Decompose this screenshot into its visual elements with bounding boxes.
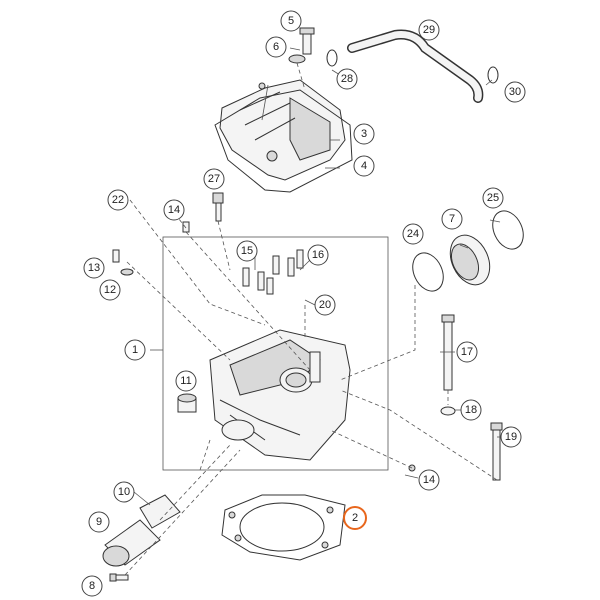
- svg-text:20: 20: [319, 299, 331, 311]
- svg-text:1: 1: [132, 344, 138, 356]
- head-bolt-17: [441, 314, 455, 391]
- callout-9: 9: [88, 511, 110, 533]
- svg-text:2: 2: [352, 512, 358, 524]
- head-bolt-19: [490, 422, 503, 481]
- svg-text:17: 17: [461, 346, 473, 358]
- svg-text:14: 14: [423, 474, 435, 486]
- callout-27: 27: [203, 168, 225, 190]
- callout-5: 5: [280, 10, 302, 32]
- callout-30: 30: [504, 81, 526, 103]
- screw-8: [109, 573, 129, 582]
- callout-15: 15: [236, 240, 258, 262]
- valve-cover: [219, 79, 346, 181]
- callout-29: 29: [418, 19, 440, 41]
- svg-text:4: 4: [361, 160, 367, 172]
- callout-19: 19: [500, 426, 522, 448]
- callout-28: 28: [336, 68, 358, 90]
- callout-8: 8: [81, 575, 103, 597]
- callout-16: 16: [307, 244, 329, 266]
- bolt-14-upper: [182, 221, 190, 233]
- callout-1: 1: [124, 339, 146, 361]
- bolt-13: [112, 249, 120, 263]
- callout-17: 17: [456, 341, 478, 363]
- hose-clamp-30: [487, 66, 499, 84]
- callout-22: 22: [107, 189, 129, 211]
- callout-11: 11: [175, 370, 197, 392]
- callout-25: 25: [482, 187, 504, 209]
- callout-4: 4: [353, 155, 375, 177]
- svg-text:16: 16: [312, 249, 324, 261]
- intake-flange: [449, 234, 491, 286]
- svg-text:9: 9: [96, 516, 102, 528]
- svg-text:3: 3: [361, 128, 367, 140]
- svg-text:15: 15: [241, 245, 253, 257]
- svg-text:24: 24: [407, 228, 419, 240]
- cylinder-head-group-frame: [162, 236, 389, 471]
- valve-cover-gasket: [214, 89, 353, 193]
- svg-text:8: 8: [89, 580, 95, 592]
- temperature-sensor: [212, 192, 224, 222]
- svg-text:18: 18: [465, 404, 477, 416]
- washer-18: [440, 406, 456, 416]
- callout-10: 10: [113, 481, 135, 503]
- svg-text:27: 27: [208, 173, 220, 185]
- callout-24: 24: [402, 223, 424, 245]
- head-gasket: [221, 494, 346, 561]
- callout-7: 7: [441, 208, 463, 230]
- callout-14-lower: 14: [418, 469, 440, 491]
- cover-bolt-and-seal: [288, 27, 315, 64]
- svg-text:25: 25: [487, 192, 499, 204]
- svg-text:11: 11: [180, 375, 191, 387]
- svg-text:29: 29: [423, 24, 435, 36]
- svg-text:7: 7: [449, 213, 455, 225]
- clamp-24: [412, 252, 444, 292]
- hose-clamp-28: [326, 49, 338, 67]
- svg-text:10: 10: [118, 486, 130, 498]
- cylinder-head: [209, 329, 351, 461]
- svg-text:6: 6: [273, 41, 279, 53]
- svg-text:12: 12: [104, 284, 116, 296]
- svg-text:13: 13: [88, 262, 100, 274]
- svg-text:19: 19: [505, 431, 517, 443]
- callout-3: 3: [353, 123, 375, 145]
- callout-14-upper: 14: [163, 199, 185, 221]
- svg-text:22: 22: [112, 194, 124, 206]
- clamp-25: [492, 210, 524, 250]
- svg-text:30: 30: [509, 86, 521, 98]
- callout-13: 13: [83, 257, 105, 279]
- callout-6: 6: [265, 36, 287, 58]
- callout-20: 20: [314, 294, 336, 316]
- svg-text:14: 14: [168, 204, 180, 216]
- leader-lines: [124, 47, 505, 576]
- callout-12: 12: [99, 279, 121, 301]
- intake-pipe: [102, 494, 181, 567]
- plug-11: [177, 393, 197, 413]
- callout-2: 2: [343, 506, 367, 530]
- washer-12: [120, 268, 134, 276]
- callout-18: 18: [460, 399, 482, 421]
- valve-components: [242, 249, 304, 295]
- svg-text:28: 28: [341, 73, 353, 85]
- svg-text:5: 5: [288, 15, 294, 27]
